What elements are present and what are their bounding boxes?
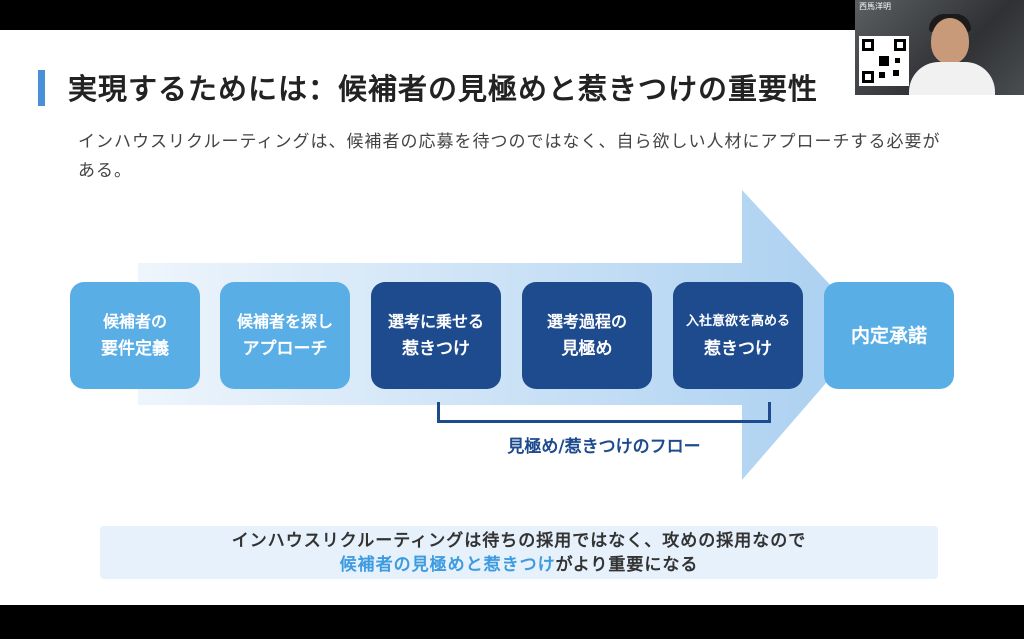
step-line-1: 入社意欲を高める xyxy=(685,313,790,329)
step-line-1: 選考過程の xyxy=(546,311,627,331)
step-line-2: 見極め xyxy=(561,338,613,359)
flow-bracket xyxy=(437,402,771,423)
title-accent-bar xyxy=(38,70,45,106)
presenter-face xyxy=(931,18,969,64)
flow-step-approach: 候補者を探し アプローチ xyxy=(220,282,350,389)
step-line-1: 選考に乗せる xyxy=(387,311,484,331)
summary-highlight: 候補者の見極めと惹きつけ xyxy=(339,554,556,575)
step-line-1: 候補者の xyxy=(102,311,167,331)
flow-bracket-label: 見極め/惹きつけのフロー xyxy=(507,437,701,457)
step-line-2: アプローチ xyxy=(242,338,328,359)
flow-step-requirements: 候補者の 要件定義 xyxy=(70,282,200,389)
step-line-1: 候補者を探し xyxy=(236,311,333,331)
presentation-slide: 実現するためには：候補者の見極めと惹きつけの重要性 インハウスリクルーティングは… xyxy=(0,30,1024,605)
summary-line-1: インハウスリクルーティングは待ちの採用ではなく、攻めの採用なので xyxy=(231,530,807,551)
qr-code-icon xyxy=(859,36,909,86)
presenter-body xyxy=(909,62,995,95)
step-line-2: 要件定義 xyxy=(101,338,169,359)
step-line-2: 惹きつけ xyxy=(402,338,470,359)
flow-step-selection-attract: 選考に乗せる 惹きつけ xyxy=(371,282,501,389)
slide-subtitle: インハウスリクルーティングは、候補者の応募を待つのではなく、自ら欲しい人材にアプ… xyxy=(78,132,941,181)
flow-step-motivation-attract: 入社意欲を高める 惹きつけ xyxy=(673,282,803,389)
summary-box: インハウスリクルーティングは待ちの採用ではなく、攻めの採用なので 候補者の見極め… xyxy=(100,526,938,579)
summary-line-2-rest: がより重要になる xyxy=(555,554,699,575)
slide-title: 実現するためには：候補者の見極めと惹きつけの重要性 xyxy=(68,72,819,106)
step-line-1: 内定承諾 xyxy=(850,324,927,347)
flow-step-offer-acceptance: 内定承諾 xyxy=(824,282,954,389)
step-line-2: 惹きつけ xyxy=(704,338,772,359)
flow-arrow-shape xyxy=(138,190,872,480)
presenter-video-feed: 西馬洋明 xyxy=(855,0,1024,95)
flow-step-evaluation: 選考過程の 見極め xyxy=(522,282,652,389)
summary-line-2: 候補者の見極めと惹きつけがより重要になる xyxy=(340,553,699,577)
presenter-name: 西馬洋明 xyxy=(859,2,891,11)
